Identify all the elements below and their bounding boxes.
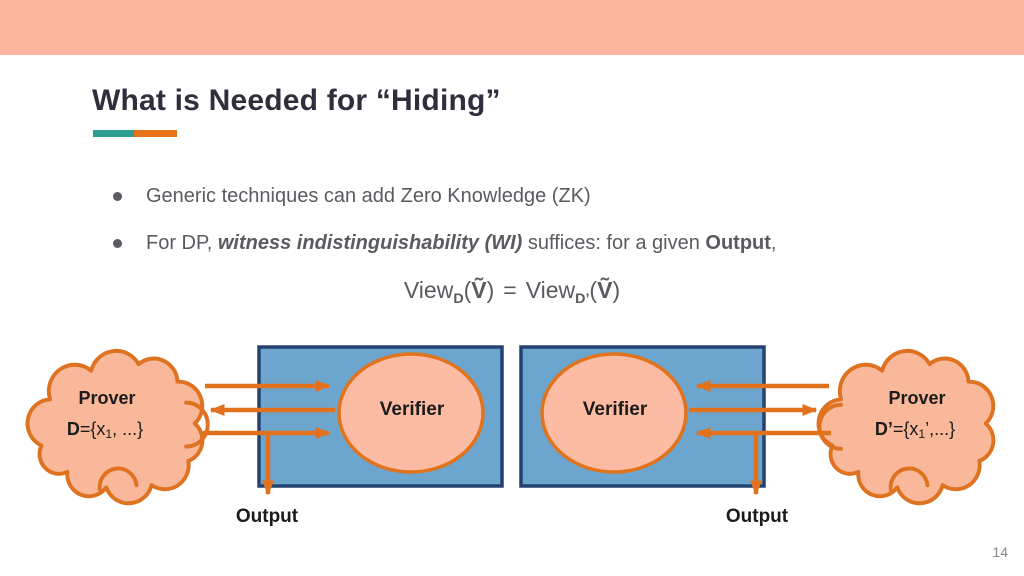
slide-title: What is Needed for “Hiding” (92, 84, 501, 117)
right-output-label: Output (725, 506, 789, 527)
bullet-text: For DP, witness indistinguishability (WI… (146, 230, 776, 256)
right-verifier-ellipse (540, 352, 688, 474)
equation-paren: ) (612, 277, 621, 303)
equation-subscript-d: D (453, 291, 464, 307)
left-dataset-label: D={x1, ...} (67, 419, 143, 441)
bullet-text: Generic techniques can add Zero Knowledg… (146, 185, 591, 207)
left-prover-label: Prover (78, 388, 136, 408)
dataset-text: ’,...} (925, 419, 956, 439)
bullet-text-emphasis: witness indistinguishability (WI) (217, 232, 523, 254)
right-prover-cloud (816, 348, 996, 506)
left-verifier-ellipse (337, 352, 485, 474)
dataset-text: , ...} (112, 419, 144, 439)
bullet-text-bold: Output (705, 232, 771, 254)
equation-view-term: View (525, 277, 576, 303)
bullet-text-plain: For DP, (146, 232, 218, 254)
underline-orange-segment (134, 130, 177, 137)
protocol-diagram (25, 345, 996, 506)
bullet-item-1: Generic techniques can add Zero Knowledg… (113, 183, 591, 209)
dataset-d-symbol: D’ (874, 419, 893, 439)
top-banner (0, 0, 1024, 55)
dataset-d-symbol: D (66, 419, 80, 439)
right-prover-label: Prover (888, 388, 946, 408)
left-output-label: Output (235, 506, 299, 527)
left-verifier-label: Verifier (379, 399, 445, 420)
equation: ViewD(Ṽ)=ViewD’(Ṽ) (0, 277, 1024, 307)
page-number: 14 (992, 544, 1008, 560)
bullet-item-2: For DP, witness indistinguishability (WI… (113, 230, 776, 256)
right-dataset-label: D’={x1’,...} (875, 419, 955, 441)
equation-equals-sign: = (503, 277, 517, 303)
dataset-text: ={x (79, 419, 106, 439)
bullet-dot (113, 239, 122, 248)
equation-view-term: View (403, 277, 454, 303)
equation-paren: ( (589, 277, 598, 303)
underline-teal-segment (93, 130, 134, 137)
right-verifier-label: Verifier (582, 399, 648, 420)
equation-view-variable: Ṽ (597, 277, 613, 303)
dataset-text: ={x (892, 419, 919, 439)
equation-paren: ) (486, 277, 495, 303)
left-prover-cloud (25, 348, 210, 506)
dataset-subscript: 1 (105, 427, 113, 441)
bullet-text-plain: suffices: for a given (522, 232, 706, 254)
title-underline (93, 130, 177, 137)
bullet-dot (113, 192, 122, 201)
equation-view-variable: Ṽ (471, 277, 487, 303)
equation-paren: ( (463, 277, 472, 303)
bullet-text-plain: , (770, 232, 777, 254)
dataset-subscript: 1 (918, 427, 926, 441)
equation-subscript-dprime: D’ (575, 291, 590, 307)
